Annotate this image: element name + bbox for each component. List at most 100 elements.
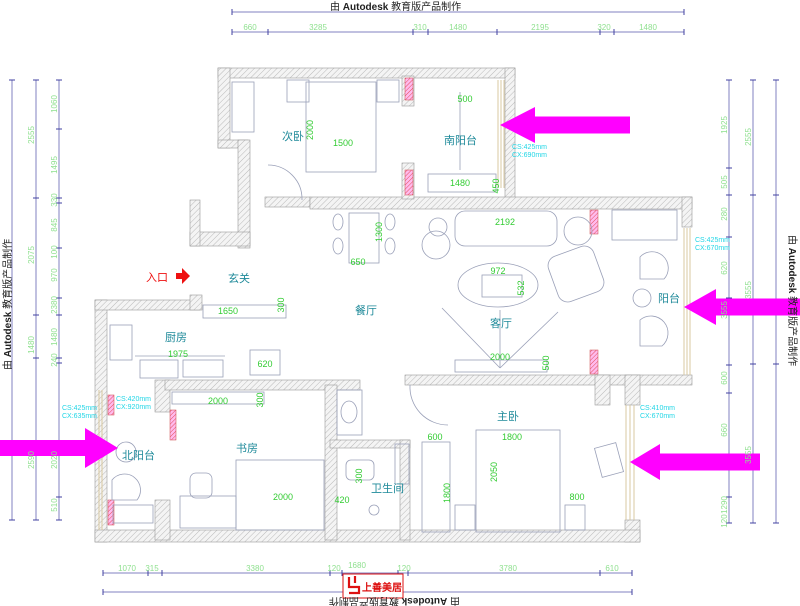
furniture-dim-label: 532 (516, 280, 526, 295)
side-table (421, 230, 451, 260)
dim-label-bottom: 315 (145, 564, 159, 573)
window-note-cx: CX:635mm (62, 413, 97, 420)
dim-label-left: 2380 (50, 296, 59, 314)
furniture-dim-label: 300 (354, 468, 364, 483)
furniture-dim-label: 600 (427, 432, 442, 442)
tea-table (632, 288, 652, 308)
watermark-bottom: 由 Autodesk 教育版产品制作 (329, 595, 460, 606)
dim-label-left: 510 (50, 498, 59, 512)
room-south-balcony: 南阳台 (444, 133, 477, 147)
dim-label-right: 2555 (744, 128, 753, 146)
side-table (563, 216, 593, 246)
dim-label-right: 1925 (720, 116, 729, 134)
watermark-prefix: 由 (1, 360, 14, 370)
furniture-dim-label: 500 (541, 355, 551, 370)
sofa (454, 210, 558, 247)
door-swing (409, 384, 449, 426)
dim-label-right: 120 (720, 514, 729, 528)
dim-label-top: 320 (597, 23, 611, 32)
lounge-chair (111, 473, 141, 501)
room-kitchen: 厨房 (165, 331, 187, 344)
watermark-left: 由 Autodesk 教育版产品制作 (1, 239, 14, 370)
furniture-dim-label: 800 (569, 492, 584, 502)
window-note-cx: CX:670mm (695, 245, 730, 252)
dining-chair (384, 213, 396, 231)
logo: 上善美居 (342, 573, 404, 599)
lounge-chair (639, 251, 669, 280)
tv-cabinet (454, 359, 548, 373)
dim-label-left: 845 (50, 218, 59, 232)
windows (98, 80, 691, 530)
balcony-cabinet (112, 504, 154, 524)
room-north-balcony: 北阳台 (122, 448, 155, 462)
dim-label-bottom: 1680 (348, 561, 366, 570)
watermark-prefix: 由 (786, 235, 799, 245)
furniture-dim-label: 1650 (218, 306, 238, 316)
furniture-dim-label: 450 (491, 178, 501, 193)
dim-label-right: 660 (720, 423, 729, 437)
dim-label-top: 2195 (531, 23, 549, 32)
window-note-cx: CX:670mm (640, 413, 675, 420)
entrance-label: 入口 (146, 271, 168, 284)
furniture-dim-label: 1300 (374, 222, 384, 242)
balcony-cabinet (427, 173, 497, 193)
window-note-cs: CS:420mm (116, 396, 151, 403)
furniture-dim-label: 620 (257, 359, 272, 369)
dim-label-top: 660 (243, 23, 257, 32)
tv-viewing-lines (441, 307, 559, 369)
window-note-cs: CS:425mm (62, 405, 97, 412)
furniture-dim-label: 2000 (208, 396, 228, 406)
dim-label-left: 2075 (27, 246, 36, 264)
annotation-arrows (0, 107, 800, 480)
dim-label-right: 620 (720, 261, 729, 275)
dim-label-left: 2555 (27, 126, 36, 144)
walls (94, 67, 693, 543)
furniture-dim-label: 2000 (305, 120, 315, 140)
dim-label-left: 1480 (27, 336, 36, 354)
chair (189, 472, 213, 499)
dim-label-left: 240 (50, 353, 59, 367)
rug (457, 262, 539, 308)
nightstand (564, 504, 586, 531)
kitchen-counter (139, 359, 179, 379)
dim-label-left: 1480 (50, 328, 59, 346)
dim-label-left: 2590 (27, 451, 36, 469)
logo-text: 上善美居 (362, 581, 402, 594)
dim-label-right: 600 (720, 371, 729, 385)
desk (179, 495, 237, 529)
furniture-dim-label: 300 (276, 297, 286, 312)
nightstand (454, 504, 476, 531)
dim-label-left: 330 (50, 193, 59, 207)
arrow-left-icon (684, 289, 800, 325)
furniture-dim-label: 1975 (168, 349, 188, 359)
dim-label-right: 1290 (720, 496, 729, 514)
lounge-chair (639, 315, 669, 347)
watermark-brand: Autodesk (401, 595, 447, 606)
dim-label-bottom: 120 (327, 564, 341, 573)
master-wardrobe (421, 441, 451, 533)
dim-label-bottom: 1070 (118, 564, 136, 573)
sink (109, 324, 133, 361)
dim-label-right: 3555 (744, 446, 753, 464)
furniture (109, 79, 678, 533)
furniture-dim-label: 1800 (502, 432, 522, 442)
furniture-dim-label: 1500 (333, 138, 353, 148)
dim-label-top: 1480 (449, 23, 467, 32)
cushion (594, 442, 624, 478)
furniture-dim-label: 500 (457, 94, 472, 104)
room-foyer: 玄关 (228, 271, 250, 285)
furniture-dim-label: 420 (334, 495, 349, 505)
dim-label-bottom: 3380 (246, 564, 264, 573)
dining-chair (332, 237, 344, 255)
nightstand (286, 79, 310, 103)
tea-table (115, 441, 137, 463)
study-cabinet (171, 391, 265, 405)
room-second-bedroom: 次卧 (282, 129, 304, 143)
room-living: 客厅 (490, 316, 512, 330)
dim-label-right: 280 (720, 207, 729, 221)
balcony-cabinet (611, 209, 678, 241)
arrow-right-icon (0, 428, 118, 468)
watermark-brand: Autodesk (343, 2, 389, 13)
room-master-bedroom: 主卧 (497, 410, 519, 423)
